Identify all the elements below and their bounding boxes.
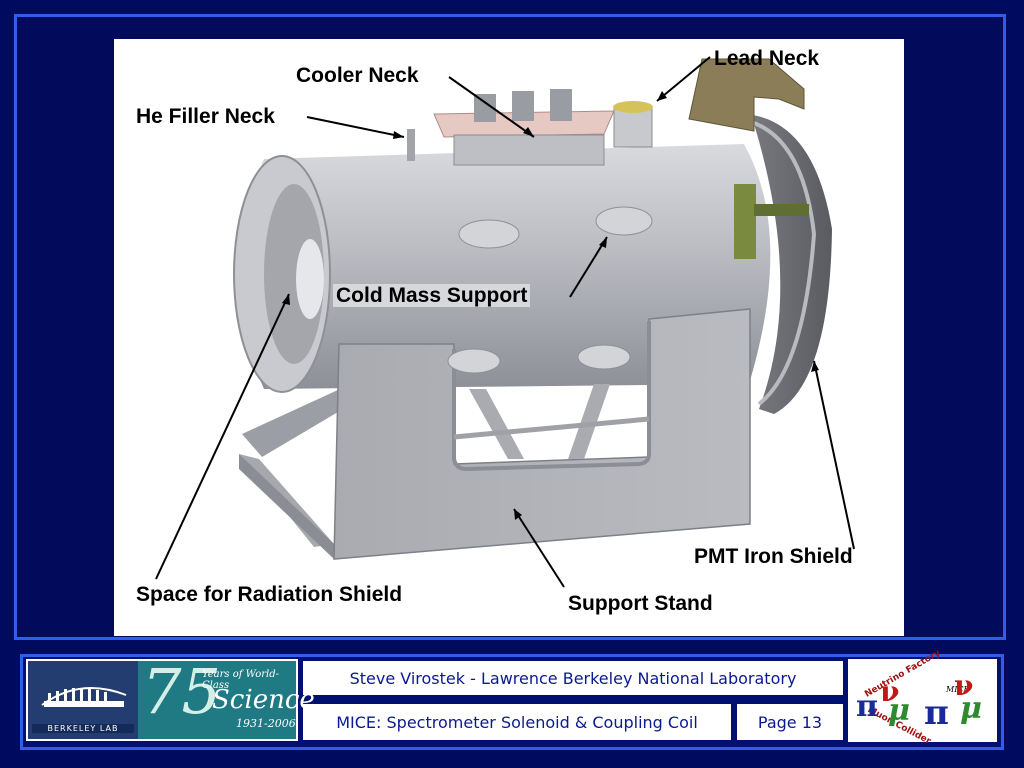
cryocooler-3 [550, 89, 572, 121]
bore-opening [264, 184, 324, 364]
footer-author: Steve Virostek - Lawrence Berkeley Natio… [303, 661, 843, 695]
label-he-filler-neck: He Filler Neck [136, 105, 275, 128]
leader-support-stand [513, 508, 565, 588]
lead-neck-housing [688, 58, 805, 132]
label-cold-mass-support: Cold Mass Support [333, 284, 531, 307]
label-space-for-radiation-shield: Space for Radiation Shield [136, 583, 403, 606]
stand-cutout-edge [452, 321, 651, 472]
mice-text: MICE [946, 685, 970, 694]
cooler-neck-box [453, 134, 605, 166]
leader-cooler-neck [448, 76, 535, 138]
leader-radiation-shield [155, 293, 290, 580]
leader-pmt-iron-shield [813, 360, 855, 550]
shield-rim [738, 117, 817, 406]
lead-neck-top [613, 101, 653, 113]
cold-mass-support-pod-3 [447, 348, 501, 374]
shield-bracket [734, 184, 756, 259]
he-filler-neck-tube [407, 129, 415, 161]
leader-lines [155, 56, 855, 588]
leader-cold-mass-support [569, 236, 608, 298]
nu-symbol-icon: ν [880, 675, 900, 708]
solenoid-illustration [155, 56, 855, 588]
cryostat-cylinder [239, 144, 771, 389]
stand-strut-2 [568, 384, 610, 459]
nf-mc-mice-logo: Neutrino Factory Muon Collider π ν μ MIC… [848, 648, 997, 747]
berkeley-lab-building-icon [41, 686, 127, 707]
berkeley-lab-text: BERKELEY LAB [32, 724, 134, 733]
cold-mass-support-pod-1 [458, 219, 520, 249]
75-years-badge: 75 Years of World-Class Science 1931-200… [138, 655, 315, 739]
label-lead-neck: Lead Neck [714, 47, 820, 70]
leader-he-filler-neck [306, 116, 405, 138]
bore-inner [296, 239, 324, 319]
cryocooler-2 [512, 91, 534, 121]
label-pmt-iron-shield: PMT Iron Shield [694, 545, 853, 568]
footer-page-number: Page 13 [737, 704, 843, 740]
cryocooler-1 [474, 94, 496, 122]
stand-strut-1 [469, 389, 524, 459]
leader-arrowheads [282, 91, 819, 520]
berkeley-lab-logo: BERKELEY LAB [28, 661, 138, 739]
75-years-line1: Years of World-Class [202, 669, 279, 691]
pi-symbol-icon: π [856, 689, 878, 724]
label-cooler-neck: Cooler Neck [296, 64, 419, 87]
nu-symbol-icon-2: ν [954, 669, 974, 702]
stand-base-rail-side [239, 454, 334, 559]
lead-neck-turret [613, 106, 653, 148]
stand-leg-back [242, 389, 360, 457]
leader-lead-neck [656, 56, 711, 102]
stand-crossbar [453, 416, 650, 440]
shield-strap [754, 204, 809, 216]
mu-symbol-icon-2: μ [960, 691, 982, 726]
cold-mass-support-pod-2 [595, 206, 653, 236]
figure-panel: Lead Neck Cooler Neck He Filler Neck Col… [114, 39, 904, 636]
75-years-line2: Science [212, 685, 315, 715]
75-years-number: 75 [142, 655, 221, 728]
75-years-line3: 1931-2006 [236, 717, 296, 730]
label-support-stand: Support Stand [568, 592, 713, 615]
footer-title: MICE: Spectrometer Solenoid & Coupling C… [303, 704, 731, 740]
mu-symbol-icon: μ [888, 693, 910, 728]
pmt-iron-shield-shape [744, 114, 832, 414]
lbl-75-years-logo: BERKELEY LAB 75 Years of World-Class Sci… [26, 655, 315, 741]
cold-mass-support-pod-4 [577, 344, 631, 370]
pi-symbol-icon-2: π [924, 693, 949, 733]
